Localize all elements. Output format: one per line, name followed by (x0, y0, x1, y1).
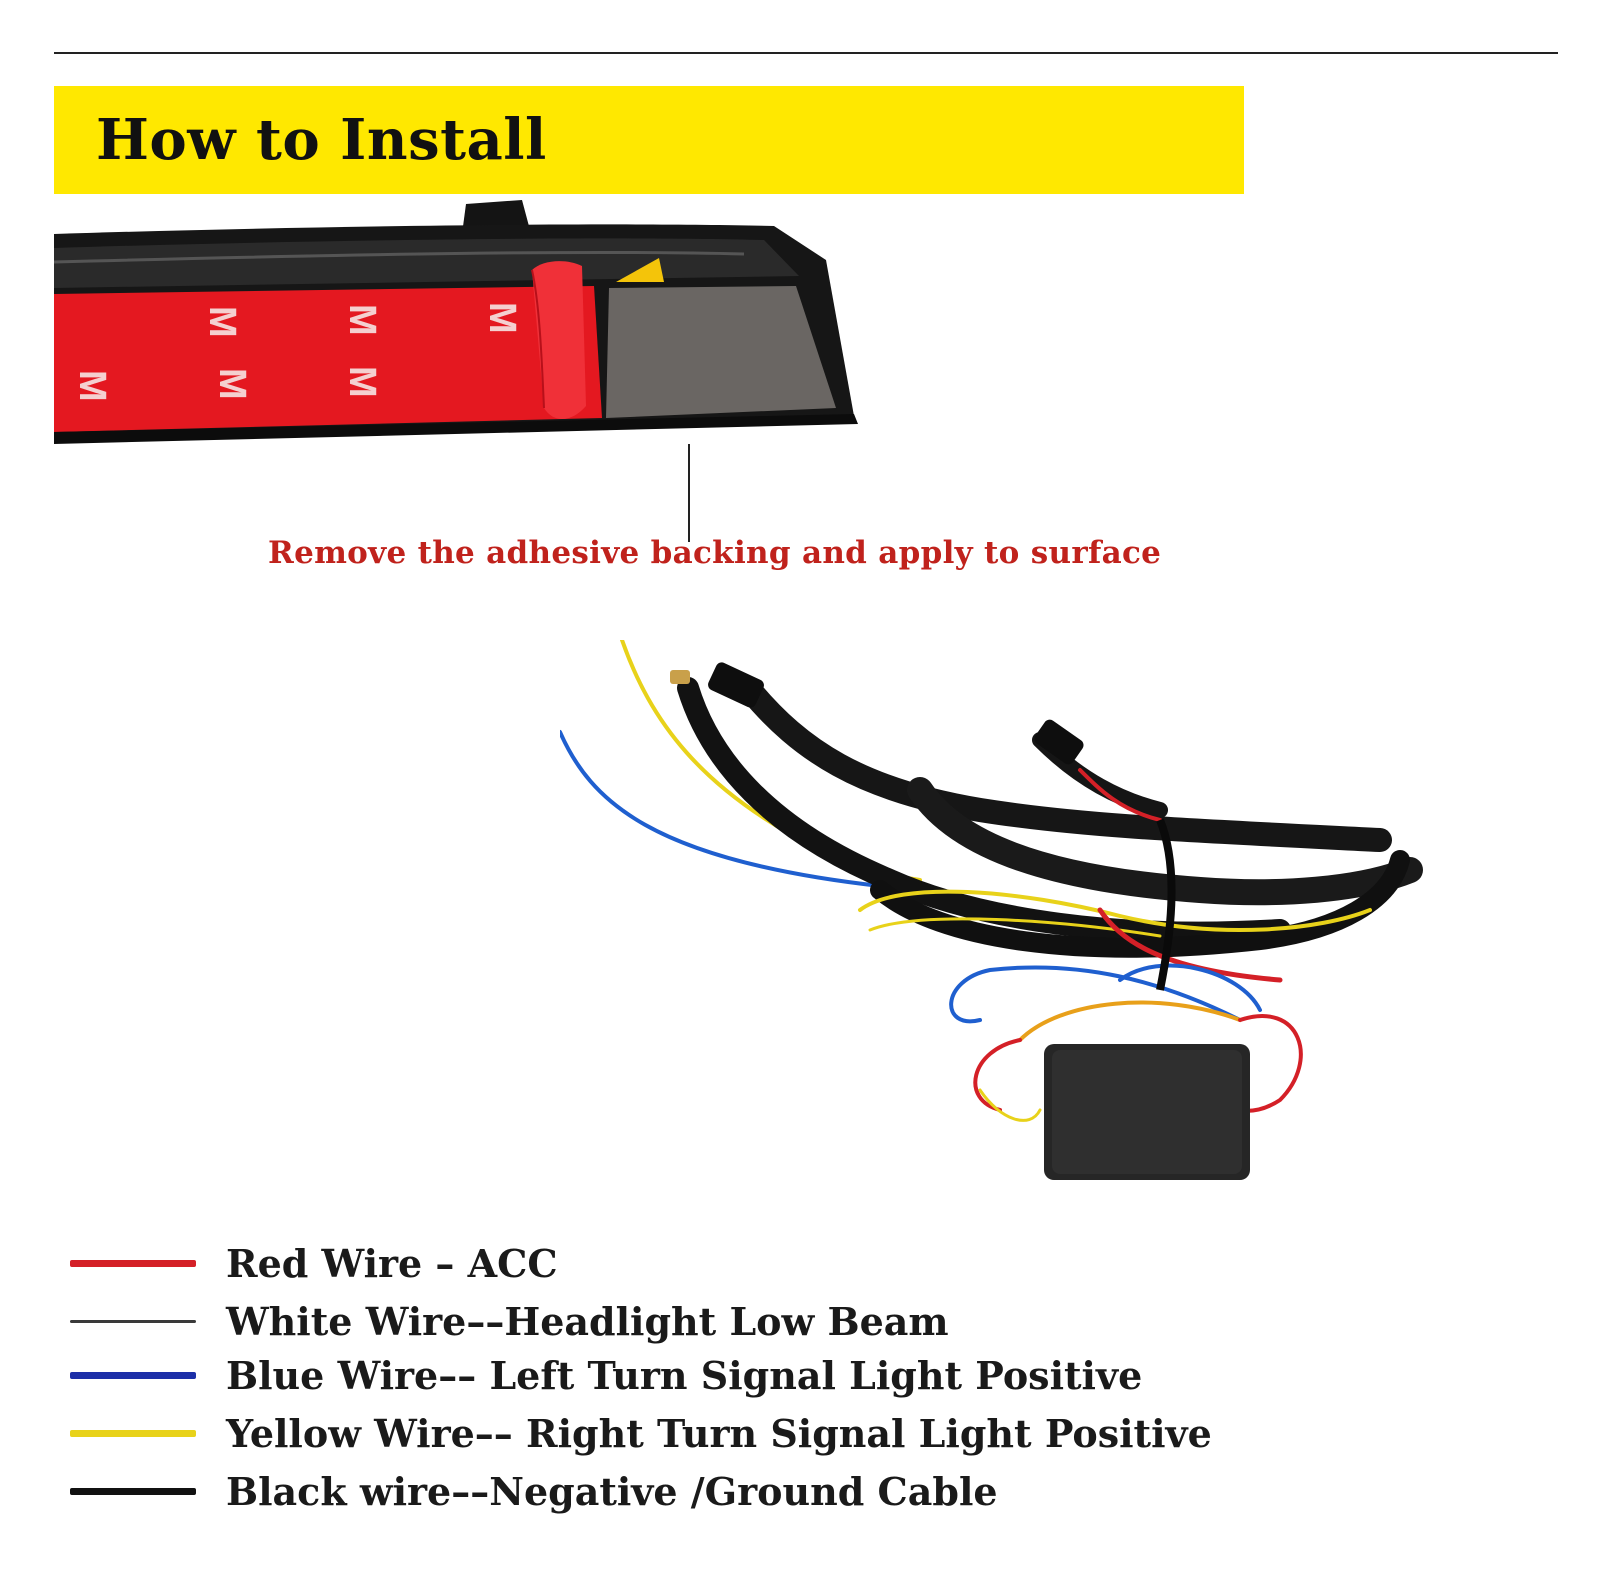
banner-title: How to Install (96, 107, 547, 173)
tape-mark: M (211, 368, 253, 400)
callout-pointer (688, 444, 690, 542)
black-cable (738, 678, 1392, 852)
red-wire (1097, 907, 1283, 983)
legend-label: Yellow Wire–– Right Turn Signal Light Po… (226, 1410, 1212, 1456)
top-divider (54, 52, 1558, 54)
legend-label: Black wire––Negative /Ground Cable (226, 1468, 998, 1514)
strip-corner-marker (616, 258, 664, 282)
callout-text: Remove the adhesive backing and apply to… (268, 535, 1162, 571)
tape-mark: M (341, 304, 383, 336)
legend-item-black: Black wire––Negative /Ground Cable (70, 1466, 998, 1516)
yellow-wire (620, 640, 922, 882)
black-cable (677, 677, 1291, 944)
black-wire-swatch (70, 1487, 196, 1495)
red-wire-swatch (70, 1259, 196, 1267)
legend-item-red: Red Wire – ACC (70, 1238, 558, 1288)
tape-mark: M (71, 370, 113, 402)
yellow-wire-swatch (70, 1429, 196, 1437)
tape-mark: M (481, 302, 523, 334)
adhesive-tape (54, 286, 602, 432)
legend-label: White Wire––Headlight Low Beam (226, 1298, 949, 1344)
terminal (670, 670, 690, 684)
install-banner: How to Install (54, 86, 1244, 194)
legend-item-yellow: Yellow Wire–– Right Turn Signal Light Po… (70, 1408, 1212, 1458)
connector-plug (708, 662, 764, 708)
wiring-harness-figure (560, 640, 1423, 1180)
blue-wire (560, 730, 882, 888)
connector-plug (1034, 719, 1084, 765)
legend-label: Red Wire – ACC (226, 1240, 558, 1286)
legend-label: Blue Wire–– Left Turn Signal Light Posit… (226, 1352, 1143, 1398)
white-wire-swatch (70, 1319, 196, 1323)
tape-mark: M (341, 366, 383, 398)
blue-wire-swatch (70, 1371, 196, 1379)
foam-backing (606, 286, 836, 418)
peeled-film (532, 261, 586, 420)
led-strip-figure: M M M M M M (54, 200, 858, 444)
legend-item-white: White Wire––Headlight Low Beam (70, 1296, 949, 1346)
legend-item-blue: Blue Wire–– Left Turn Signal Light Posit… (70, 1350, 1142, 1400)
cable-tie (1156, 818, 1176, 991)
tape-mark: M (201, 306, 243, 338)
